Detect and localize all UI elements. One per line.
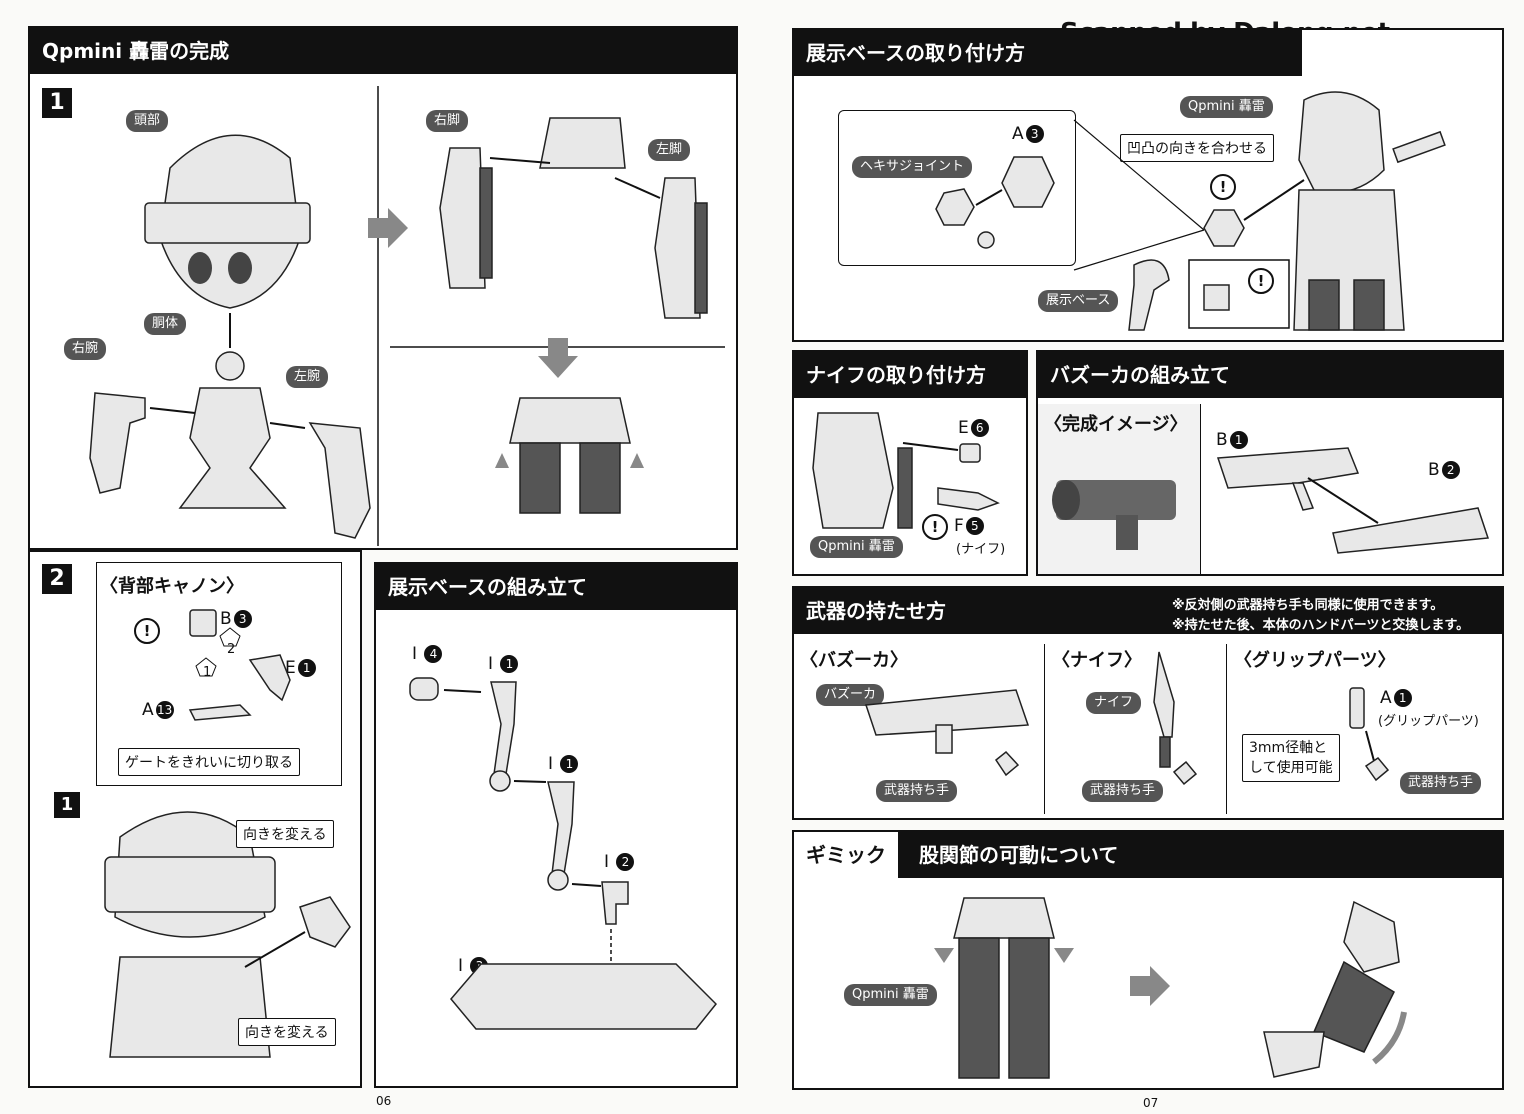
back-cannon-parts-figure xyxy=(188,609,291,721)
stand-attach-title: 展示ベースの取り付け方 xyxy=(794,30,1302,76)
weapon-hand-label-2: 武器持ち手 xyxy=(1082,780,1164,802)
hex-joint-label: ヘキサジョイント xyxy=(852,156,973,178)
rotate-note-2: 向きを変える xyxy=(238,1018,336,1046)
weapon-hand-label-1: 武器持ち手 xyxy=(876,780,958,802)
bazooka-assembly-title: バズーカの組み立て xyxy=(1038,352,1502,398)
completion-panel: Qpmini 轟雷の完成 1 頭部 胴体 右腕 左腕 xyxy=(28,26,738,550)
weapon-hold-title: 武器の持たせ方 xyxy=(794,588,1502,634)
legs-figure xyxy=(439,117,708,319)
weapon-hand-label-3: 武器持ち手 xyxy=(1400,772,1482,794)
bazooka-label: バズーカ xyxy=(816,684,885,706)
gate-note: ゲートをきれいに切り取る xyxy=(118,748,300,776)
align-note: 凹凸の向きを合わせる xyxy=(1120,134,1274,162)
rotate-note-1: 向きを変える xyxy=(236,820,334,848)
grip-paren-label: (グリップパーツ) xyxy=(1378,714,1479,729)
qpmini-label-gimmick: Qpmini 轟雷 xyxy=(844,984,937,1006)
weapon-divider-2 xyxy=(1226,644,1227,814)
left-arm-label: 左腕 xyxy=(286,366,329,388)
hip-joint-front-figure xyxy=(934,897,1074,1079)
right-arm-label: 右腕 xyxy=(64,338,107,360)
torso-label: 胴体 xyxy=(144,313,187,335)
step-2-number: 2 xyxy=(42,564,72,594)
caution-icon-knife: ! xyxy=(922,514,948,540)
order-1: 1 xyxy=(203,665,212,680)
gimmick-panel: ギミック 股関節の可動について Qpmini 轟雷 xyxy=(792,830,1504,1090)
knife-head: 〈ナイフ〉 xyxy=(1052,650,1142,671)
hex-joint-box xyxy=(838,110,1076,266)
step-1-ref: 1 xyxy=(54,792,80,818)
gimmick-tag: ギミック xyxy=(794,832,900,878)
grip-head: 〈グリップパーツ〉 xyxy=(1234,650,1396,671)
weapon-note-1: ※反対側の武器持ち手も同様に使用できます。 xyxy=(1172,598,1444,613)
weapon-hold-panel: 武器の持たせ方 ※反対側の武器持ち手も同様に使用できます。 ※持たせた後、本体の… xyxy=(792,586,1504,820)
assembled-legs-figure xyxy=(495,397,644,514)
caution-icon-inset: ! xyxy=(1248,268,1274,294)
weapon-divider-1 xyxy=(1044,644,1045,814)
page-number-left: 06 xyxy=(376,1094,392,1108)
bazooka-head: 〈バズーカ〉 xyxy=(800,650,908,671)
stand-attach-figure xyxy=(1073,91,1446,331)
knife-label: ナイフ xyxy=(1086,692,1142,714)
knife-attach-title: ナイフの取り付け方 xyxy=(794,352,1026,398)
bazooka-image-label: 〈完成イメージ〉 xyxy=(1044,414,1188,435)
gimmick-arrow-icon xyxy=(1130,966,1170,1006)
back-cannon-box xyxy=(96,562,342,786)
shaft-note-line-1: 3mm径軸と xyxy=(1249,740,1328,756)
shaft-note-line-2: して使用可能 xyxy=(1249,760,1333,776)
page-number-right: 07 xyxy=(1143,1096,1159,1110)
stand-parts-figure xyxy=(409,677,718,1030)
bazooka-parts-figure xyxy=(1216,447,1490,554)
part-i1-b: I 1 xyxy=(548,754,579,774)
down-arrow-icon xyxy=(538,338,578,378)
qpmini-label-stand: Qpmini 轟雷 xyxy=(1180,96,1273,118)
bazooka-photo xyxy=(1052,480,1176,550)
caution-icon-stand: ! xyxy=(1210,174,1236,200)
head-torso-arms-figure xyxy=(89,134,371,539)
hex-joint-figure xyxy=(935,156,1055,249)
stand-assembly-panel: 展示ベースの組み立て I 4 I 1 I 1 I 2 I 3 xyxy=(374,562,738,1088)
step1-divider xyxy=(377,86,379,546)
bazooka-figure xyxy=(864,689,1030,777)
right-leg-label: 右脚 xyxy=(426,110,469,132)
part-i4: I 4 xyxy=(412,644,443,664)
robot-back-figure xyxy=(104,811,351,1058)
stand-assembly-title: 展示ベースの組み立て xyxy=(376,564,736,610)
left-leg-label: 左脚 xyxy=(648,139,691,161)
weapon-note-2: ※持たせた後、本体のハンドパーツと交換します。 xyxy=(1172,618,1470,633)
right-arrow-icon xyxy=(368,208,408,248)
part-i1-a: I 1 xyxy=(488,654,519,674)
shaft-note: 3mm径軸と して使用可能 xyxy=(1242,734,1340,782)
knife-figure xyxy=(1153,651,1198,786)
step-1-number: 1 xyxy=(42,88,72,118)
grip-figure xyxy=(1349,687,1390,782)
back-cannon-title: 〈背部キャノン〉 xyxy=(100,576,244,597)
order-2: 2 xyxy=(227,642,236,657)
gimmick-header: ギミック 股関節の可動について xyxy=(794,832,1502,878)
knife-paren-label: (ナイフ) xyxy=(956,542,1006,557)
base-label: 展示ベース xyxy=(1038,290,1119,312)
gimmick-title: 股関節の可動について xyxy=(918,843,1119,867)
caution-icon: ! xyxy=(134,618,160,644)
part-i2: I 2 xyxy=(604,852,635,872)
head-label: 頭部 xyxy=(126,110,169,132)
qpmini-label-knife: Qpmini 轟雷 xyxy=(810,536,903,558)
hip-joint-side-figure xyxy=(1263,900,1407,1078)
knife-attach-figure xyxy=(812,412,1000,529)
completion-title: Qpmini 轟雷の完成 xyxy=(30,28,736,74)
